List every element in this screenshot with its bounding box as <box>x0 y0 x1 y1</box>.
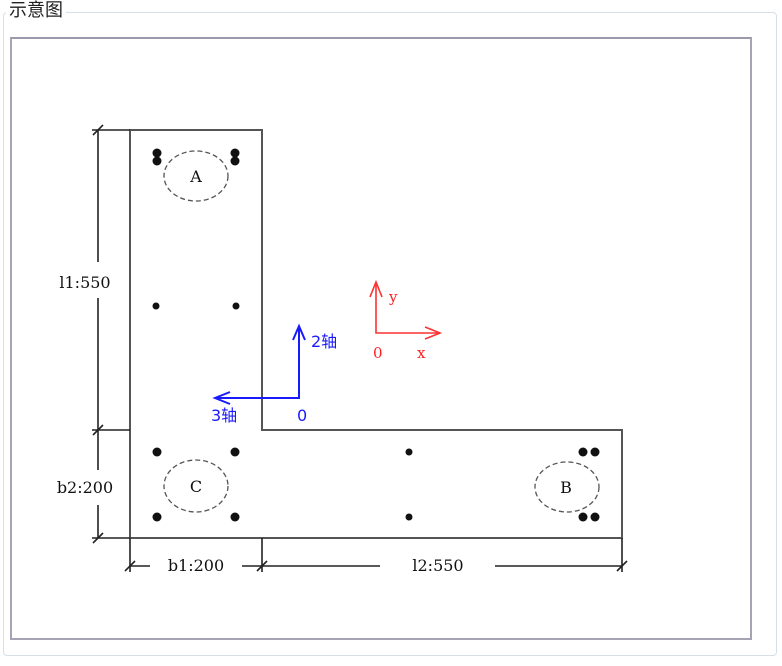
diagram-panel <box>10 37 752 640</box>
zone-a-circle <box>163 150 229 202</box>
global-axes-arrows <box>369 279 443 340</box>
zone-a-label: A <box>189 167 202 186</box>
groupbox-title: 示意图 <box>6 0 66 22</box>
zone-b-label: B <box>560 478 572 497</box>
dimension-lines <box>92 124 628 572</box>
global-y-label: y <box>388 288 398 306</box>
axis-3-label: 3轴 <box>211 406 237 425</box>
zone-c-circle <box>163 459 229 513</box>
local-axes-arrows <box>212 323 306 405</box>
dim-l2: l2:550 <box>412 556 463 575</box>
dim-l1: l1:550 <box>59 273 110 292</box>
local-origin-label: 0 <box>297 406 307 425</box>
zone-b-circle <box>534 461 600 513</box>
dim-b1: b1:200 <box>168 556 224 575</box>
dim-b2: b2:200 <box>57 478 113 497</box>
global-x-label: x <box>417 344 426 362</box>
global-origin-label: 0 <box>373 344 383 362</box>
l-section-outline <box>129 129 623 539</box>
diagram-groupbox <box>3 12 777 656</box>
rebars <box>152 148 600 522</box>
zone-c-label: C <box>190 477 202 496</box>
axis-2-label: 2轴 <box>311 332 337 351</box>
